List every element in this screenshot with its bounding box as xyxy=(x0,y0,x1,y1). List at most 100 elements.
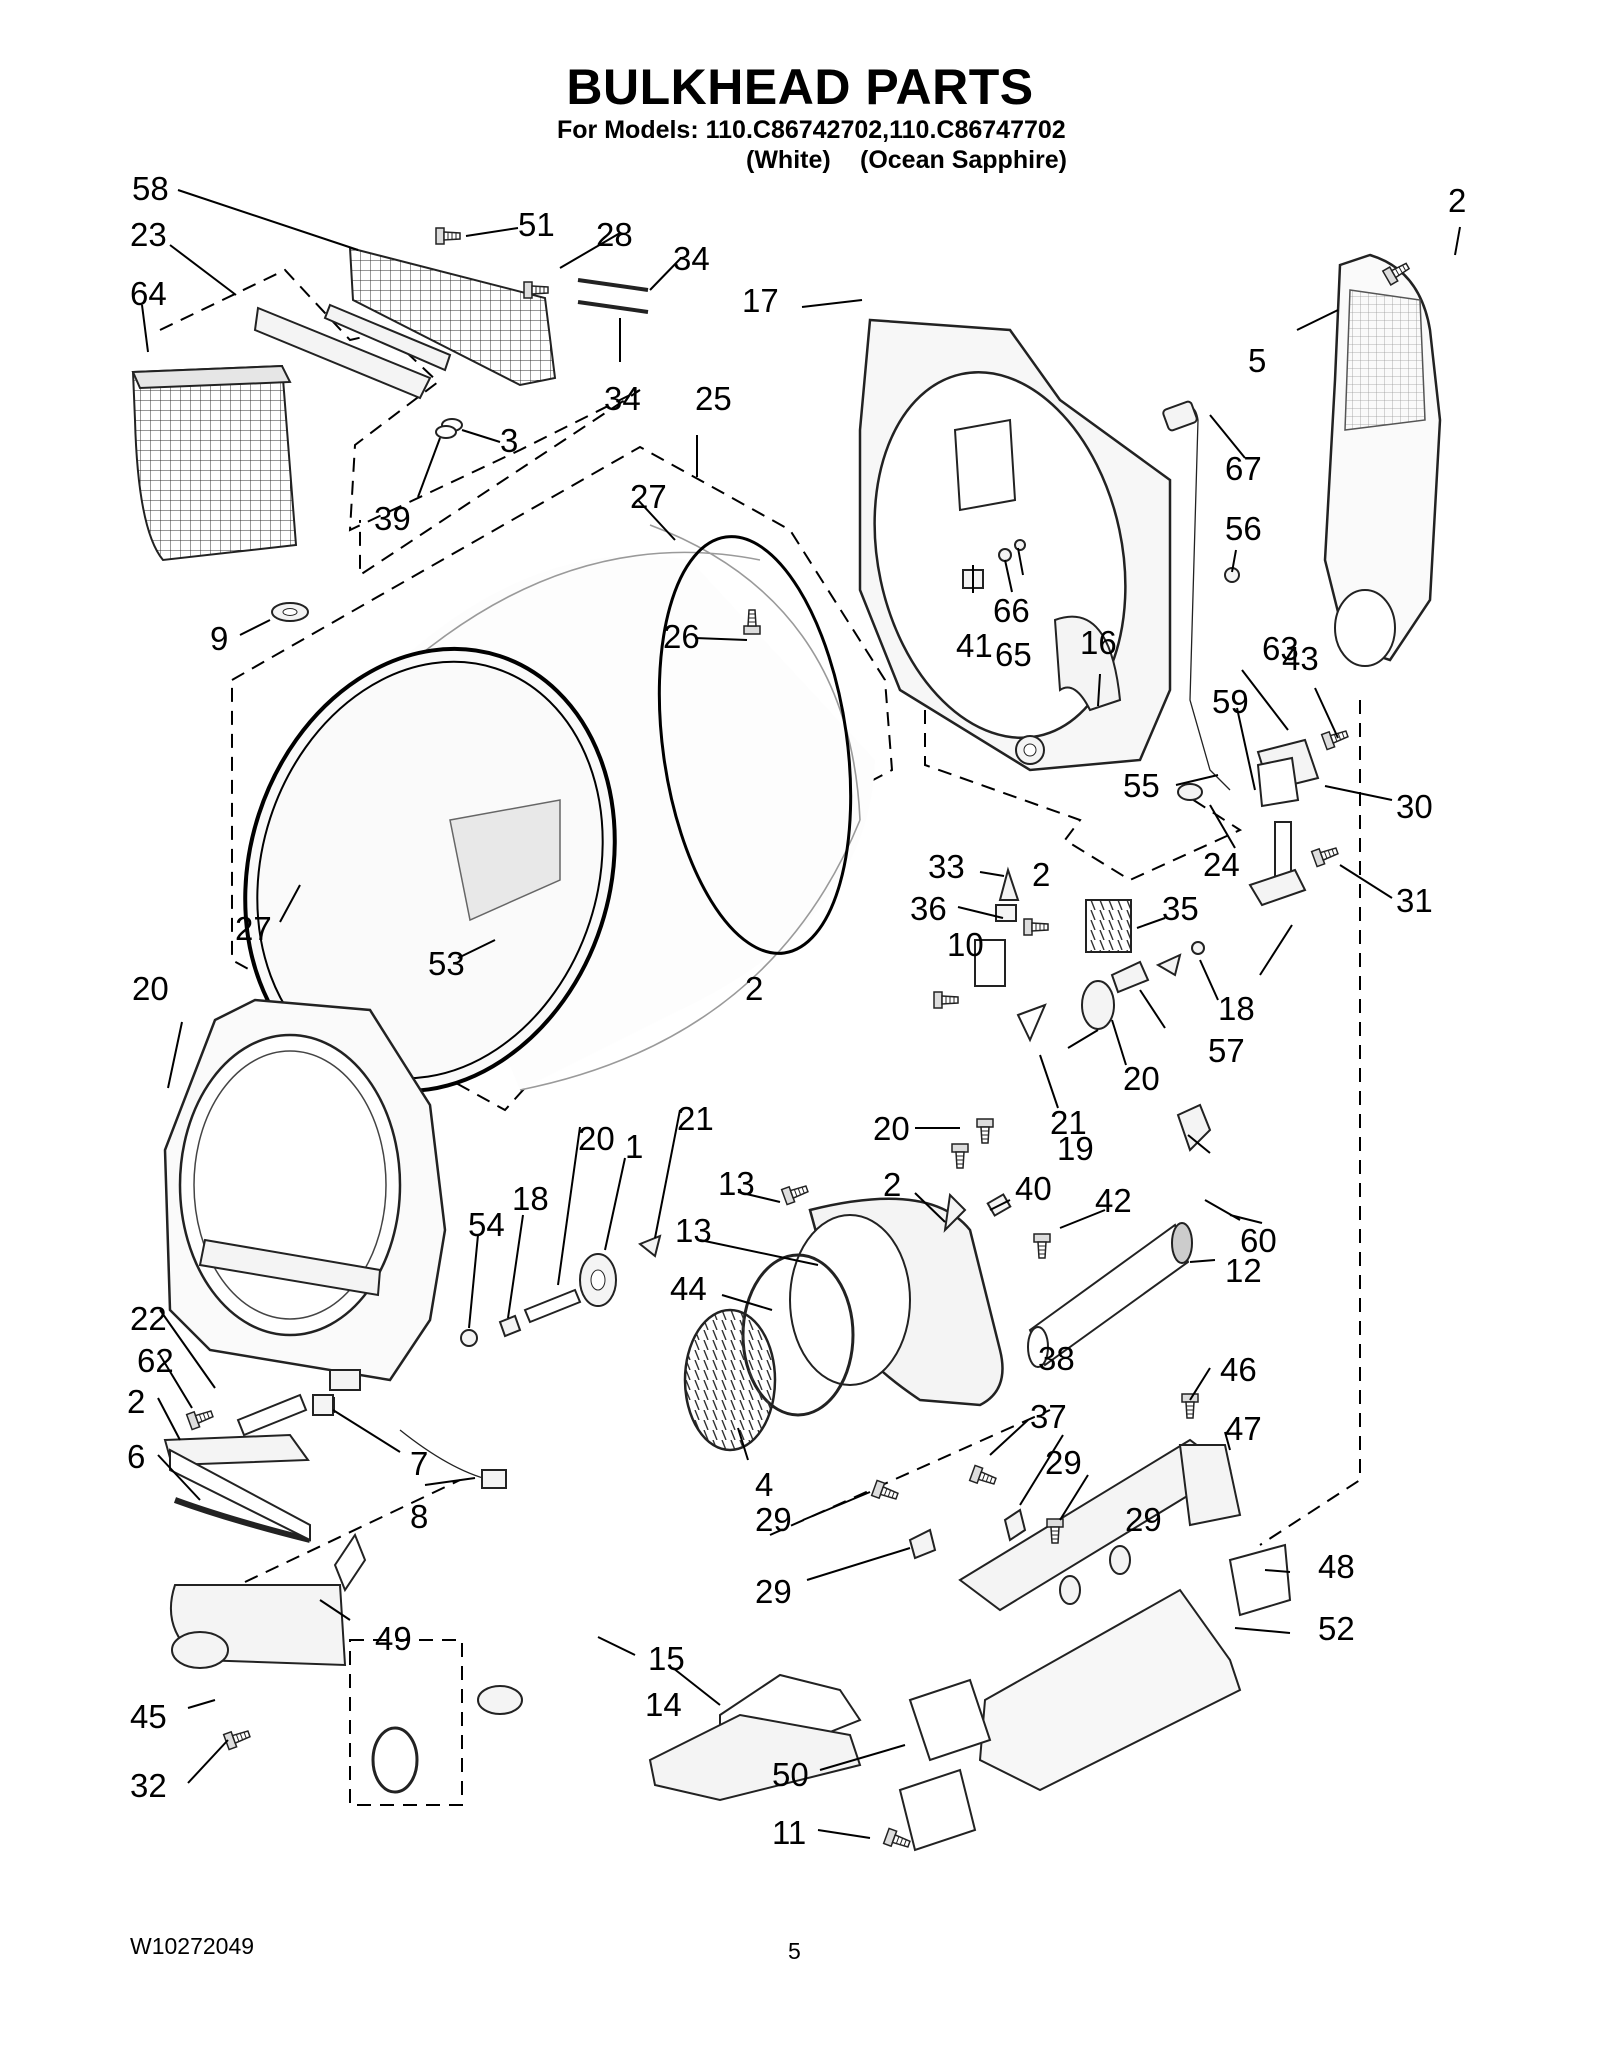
callout-number: 29 xyxy=(1045,1444,1082,1481)
callout-number: 2 xyxy=(1032,856,1050,893)
callout-number: 22 xyxy=(130,1300,167,1337)
callout-number: 5 xyxy=(1248,342,1266,379)
rear-bulkhead xyxy=(858,318,1231,791)
color-ocean-sapphire-label: (Ocean Sapphire) xyxy=(860,146,1067,174)
callout-number: 3 xyxy=(500,422,518,459)
callout-number: 55 xyxy=(1123,767,1160,804)
callout-number: 54 xyxy=(468,1206,505,1243)
callout-number: 11 xyxy=(772,1814,806,1851)
callout-number: 30 xyxy=(1396,788,1433,825)
lint-filter-group xyxy=(131,227,649,622)
callout-number: 14 xyxy=(645,1686,682,1723)
callout-number: 31 xyxy=(1396,882,1433,919)
callout-number: 13 xyxy=(718,1165,755,1202)
callout-number: 33 xyxy=(928,848,965,885)
duct-cover xyxy=(1323,253,1442,667)
callout-number: 59 xyxy=(1212,683,1249,720)
callout-number: 27 xyxy=(630,478,667,515)
callout-number: 23 xyxy=(130,216,167,253)
callout-number: 7 xyxy=(410,1445,428,1482)
callout-number: 49 xyxy=(375,1620,412,1657)
callout-number: 9 xyxy=(210,620,228,657)
callout-number: 65 xyxy=(995,636,1032,673)
callout-number: 51 xyxy=(518,206,555,243)
callout-number: 20 xyxy=(1123,1060,1160,1097)
callout-number: 38 xyxy=(1038,1340,1075,1377)
callout-number: 35 xyxy=(1162,890,1199,927)
callout-number: 21 xyxy=(1050,1104,1087,1141)
callout-number: 36 xyxy=(910,890,947,927)
dryer-drum xyxy=(243,524,875,1094)
callout-number: 25 xyxy=(695,380,732,417)
callout-number: 12 xyxy=(1225,1252,1262,1289)
callout-number: 1 xyxy=(625,1128,643,1165)
valve-and-bracket-group xyxy=(933,567,1351,1043)
idler-parts xyxy=(163,1234,662,1751)
blower-assembly xyxy=(683,1103,1212,1452)
callout-number: 13 xyxy=(675,1212,712,1249)
front-bulkhead xyxy=(163,998,447,1413)
document-number: W10272049 xyxy=(130,1933,255,1959)
callout-number: 63 xyxy=(1262,630,1299,667)
callout-number: 29 xyxy=(755,1501,792,1538)
color-white-label: (White) xyxy=(746,146,831,174)
callout-number: 17 xyxy=(742,282,779,319)
callout-leader-lines xyxy=(141,189,1461,1839)
callout-number: 42 xyxy=(1095,1182,1132,1219)
callout-number: 29 xyxy=(755,1573,792,1610)
callout-number: 52 xyxy=(1318,1610,1355,1647)
heater-assembly xyxy=(870,1393,1292,1792)
callout-number: 44 xyxy=(670,1270,707,1307)
callout-number: 15 xyxy=(648,1640,685,1677)
models-line: For Models: 110.C86742702,110.C86747702 xyxy=(557,116,1066,144)
callout-number: 39 xyxy=(374,500,411,537)
callout-number: 29 xyxy=(1125,1501,1162,1538)
callout-number: 34 xyxy=(604,380,641,417)
callout-number: 26 xyxy=(663,618,700,655)
page-number: 5 xyxy=(788,1938,801,1964)
callout-number: 18 xyxy=(512,1180,549,1217)
callout-number: 53 xyxy=(428,945,465,982)
callout-number: 2 xyxy=(883,1166,901,1203)
callout-number: 64 xyxy=(130,275,167,312)
callout-number: 66 xyxy=(993,592,1030,629)
callout-number: 57 xyxy=(1208,1032,1245,1069)
callout-number: 45 xyxy=(130,1698,167,1735)
callout-number: 20 xyxy=(578,1120,615,1157)
callout-number: 48 xyxy=(1318,1548,1355,1585)
callout-number: 58 xyxy=(132,170,169,207)
callout-number: 40 xyxy=(1015,1170,1052,1207)
callout-number: 47 xyxy=(1225,1410,1262,1447)
callout-number: 20 xyxy=(132,970,169,1007)
callout-number: 37 xyxy=(1030,1398,1067,1435)
callout-number: 41 xyxy=(956,627,993,664)
callout-number: 21 xyxy=(677,1100,714,1137)
callout-number: 67 xyxy=(1225,450,1262,487)
callout-number: 34 xyxy=(673,240,710,277)
callout-number: 6 xyxy=(127,1438,145,1475)
page-title: BULKHEAD PARTS xyxy=(566,59,1034,115)
callout-number: 32 xyxy=(130,1767,167,1804)
callout-number: 19 xyxy=(1057,1130,1094,1167)
callout-number: 60 xyxy=(1240,1222,1277,1259)
callout-number: 56 xyxy=(1225,510,1262,547)
callout-number: 28 xyxy=(596,216,633,253)
callout-number: 4 xyxy=(755,1466,773,1503)
callout-number: 27 xyxy=(235,910,272,947)
callout-number: 18 xyxy=(1218,990,1255,1027)
callout-number: 24 xyxy=(1203,846,1240,883)
callout-number: 50 xyxy=(772,1756,809,1793)
callout-number: 62 xyxy=(137,1342,174,1379)
callout-number: 10 xyxy=(947,926,984,963)
burner-group xyxy=(169,1584,992,1853)
callout-number: 43 xyxy=(1282,640,1319,677)
callout-number: 2 xyxy=(127,1383,145,1420)
callout-number: 2 xyxy=(1448,182,1466,219)
callout-number: 8 xyxy=(410,1498,428,1535)
callout-number: 2 xyxy=(745,970,763,1007)
callout-number: 16 xyxy=(1080,624,1117,661)
callout-number: 46 xyxy=(1220,1351,1257,1388)
